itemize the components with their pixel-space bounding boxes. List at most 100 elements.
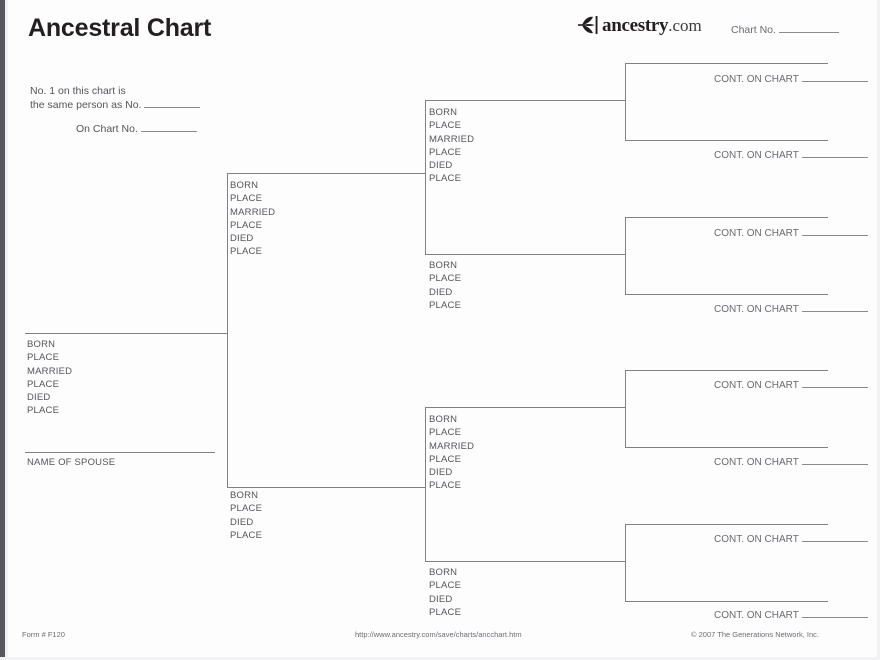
gen2-mother-fields: BORN PLACE DIED PLACE: [230, 489, 262, 542]
page-edge-left-inner: [5, 0, 8, 660]
gen4-slot6-blank[interactable]: [801, 455, 868, 465]
gen4-bracket-c-spine: [625, 370, 626, 447]
gen4-slot7-label: CONT. ON CHART: [714, 534, 799, 545]
gen3-mgm-field-born: BORN: [429, 567, 458, 578]
gen3-pgm-field-place1: PLACE: [429, 273, 462, 285]
gen2-father-field-place3: PLACE: [230, 246, 263, 258]
gen3-mgf-fields: BORN PLACE MARRIED PLACE DIED PLACE: [429, 413, 474, 493]
gen2-father-field-place1: PLACE: [230, 193, 263, 205]
same-person-note-line2[interactable]: the same person as No.: [30, 98, 201, 112]
gen3-pgf-field-born: BORN: [429, 107, 458, 118]
gen4-slot3[interactable]: CONT. ON CHART: [714, 226, 868, 239]
gen4-slot4-rule: [625, 294, 828, 295]
gen3-pgm-rule: [425, 254, 625, 255]
gen1-name-rule: [25, 333, 227, 334]
on-chart-no-label: On Chart No.: [76, 123, 138, 135]
gen2-mother-field-place2: PLACE: [230, 529, 263, 541]
gen4-slot8-blank[interactable]: [801, 608, 868, 618]
chart-no-blank[interactable]: [778, 23, 839, 33]
gen4-slot7-blank[interactable]: [801, 532, 868, 542]
gen4-slot5-rule: [625, 370, 828, 371]
gen2-mother-field-born: BORN: [230, 490, 259, 501]
same-person-note: No. 1 on this chart is the same person a…: [30, 84, 201, 112]
gen4-slot5-label: CONT. ON CHART: [714, 380, 799, 391]
gen4-slot8-label: CONT. ON CHART: [714, 610, 799, 621]
gen3-pgf-field-married: MARRIED: [429, 133, 475, 145]
gen4-slot3-blank[interactable]: [801, 226, 868, 236]
gen1-person-fields: BORN PLACE MARRIED PLACE DIED PLACE: [27, 338, 72, 418]
gen4-slot8-rule: [625, 601, 828, 602]
gen3-mgf-field-place2: PLACE: [429, 453, 462, 465]
gen4-slot1-label: CONT. ON CHART: [714, 74, 799, 85]
chart-no-label: Chart No.: [731, 24, 776, 36]
gen2-father-fields: BORN PLACE MARRIED PLACE DIED PLACE: [230, 179, 275, 259]
gen3-mgf-field-place3: PLACE: [429, 480, 462, 492]
gen3-mgm-field-died: DIED: [429, 593, 453, 605]
gen3-pgf-fields: BORN PLACE MARRIED PLACE DIED PLACE: [429, 106, 474, 186]
gen4-slot7[interactable]: CONT. ON CHART: [714, 532, 868, 545]
gen3-pgm-field-born: BORN: [429, 260, 458, 271]
gen3-pgf-field-died: DIED: [429, 160, 453, 172]
same-person-no-blank[interactable]: [144, 98, 201, 108]
footer-url[interactable]: http://www.ancestry.com/save/charts/ancc…: [355, 630, 522, 639]
gen4-slot1-blank[interactable]: [801, 72, 868, 82]
chart-no-field[interactable]: Chart No.: [731, 23, 839, 36]
page-edge-left: [0, 0, 5, 660]
gen1-field-place1: PLACE: [27, 352, 60, 364]
gen2-father-field-died: DIED: [230, 233, 254, 245]
gen2-father-field-place2: PLACE: [230, 219, 263, 231]
footer-copyright: © 2007 The Generations Network, Inc.: [691, 630, 819, 639]
gen3-mgm-field-place2: PLACE: [429, 606, 462, 618]
gen3-mgm-rule: [425, 561, 625, 562]
gen4-slot4[interactable]: CONT. ON CHART: [714, 302, 868, 315]
gen3-mgf-field-place1: PLACE: [429, 427, 462, 439]
gen4-slot6-label: CONT. ON CHART: [714, 457, 799, 468]
gen4-slot5-blank[interactable]: [801, 378, 868, 388]
gen2-father-field-married: MARRIED: [230, 206, 276, 218]
gen2-father-rule: [227, 173, 425, 174]
gen4-slot2[interactable]: CONT. ON CHART: [714, 148, 868, 161]
gen3-mgf-field-married: MARRIED: [429, 440, 475, 452]
gen3-mgf-field-died: DIED: [429, 467, 453, 479]
gen3-pgf-rule: [425, 100, 625, 101]
footer-form-number: Form # F120: [22, 630, 65, 639]
gen2-mother-field-place1: PLACE: [230, 503, 263, 515]
gen4-slot5[interactable]: CONT. ON CHART: [714, 378, 868, 391]
gen3-pgm-fields: BORN PLACE DIED PLACE: [429, 259, 461, 312]
gen3-pgf-field-place2: PLACE: [429, 146, 462, 158]
gen4-slot6-rule: [625, 447, 828, 448]
gen3-mgf-rule: [425, 407, 625, 408]
gen3-pgf-field-place3: PLACE: [429, 173, 462, 185]
ancestry-tld: .com: [668, 15, 702, 35]
gen1-field-place3: PLACE: [27, 405, 60, 417]
gen2-father-field-born: BORN: [230, 180, 259, 191]
gen4-slot7-rule: [625, 524, 828, 525]
gen4-slot3-rule: [625, 217, 828, 218]
gen4-slot2-label: CONT. ON CHART: [714, 150, 799, 161]
gen4-slot6[interactable]: CONT. ON CHART: [714, 455, 868, 468]
gen1-spouse-rule: [25, 452, 215, 453]
ancestry-wordmark: ancestry: [602, 14, 669, 36]
gen3-upper-bracket-spine: [425, 100, 426, 254]
gen3-mgm-field-place1: PLACE: [429, 580, 462, 592]
page-title: Ancestral Chart: [28, 14, 212, 42]
ancestry-leaf-icon: [576, 14, 602, 36]
same-person-note-line1: No. 1 on this chart is: [30, 85, 126, 97]
on-chart-no-blank[interactable]: [140, 122, 197, 132]
gen4-bracket-b-spine: [625, 217, 626, 294]
gen4-slot8[interactable]: CONT. ON CHART: [714, 608, 868, 621]
gen1-field-place2: PLACE: [27, 378, 60, 390]
on-chart-no-field[interactable]: On Chart No.: [76, 122, 197, 135]
ancestry-logo: ancestry .com: [576, 13, 702, 37]
gen4-slot4-blank[interactable]: [801, 302, 868, 312]
gen4-slot3-label: CONT. ON CHART: [714, 228, 799, 239]
gen3-pgm-field-died: DIED: [429, 286, 453, 298]
gen4-bracket-d-spine: [625, 524, 626, 601]
gen1-spouse-label: NAME OF SPOUSE: [27, 457, 116, 468]
gen4-slot2-blank[interactable]: [801, 148, 868, 158]
gen4-slot1-rule: [625, 63, 828, 64]
gen4-slot1[interactable]: CONT. ON CHART: [714, 72, 868, 85]
gen1-field-died: DIED: [27, 392, 51, 404]
page-edge-bottom: [0, 657, 880, 660]
gen1-field-born: BORN: [27, 339, 56, 350]
